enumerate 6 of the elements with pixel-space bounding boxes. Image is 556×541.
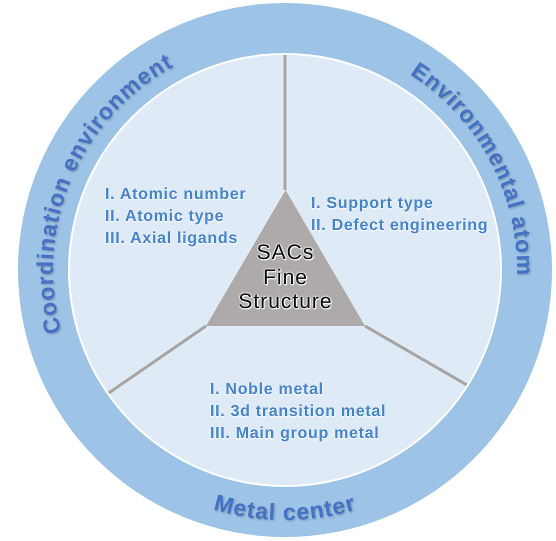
list-item: II. Defect engineering xyxy=(311,216,488,236)
triangle-label: SACs Fine Structure xyxy=(238,241,333,314)
list-item: I. Noble metal xyxy=(210,380,324,400)
ring-heading: Metal center xyxy=(212,489,358,526)
list-item: II. 3d transition metal xyxy=(210,402,386,422)
list-item: III. Main group metal xyxy=(210,424,380,444)
